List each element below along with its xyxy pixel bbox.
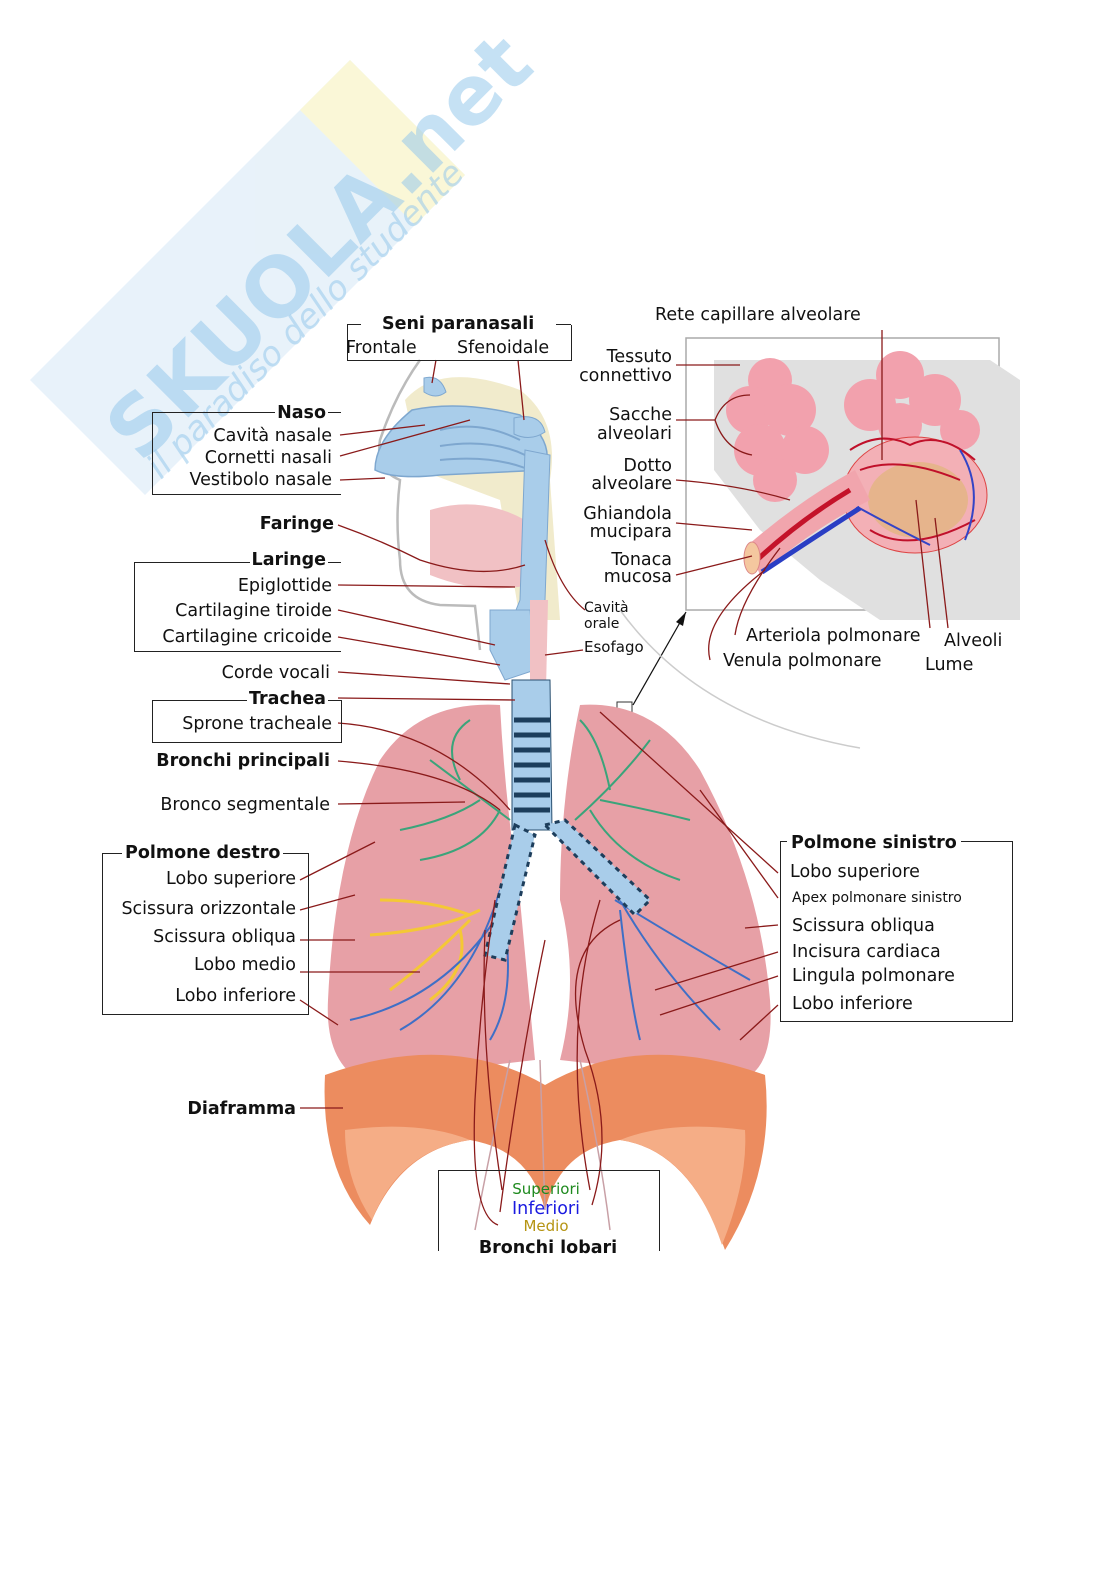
label-dx-scissura-obliqua: Scissura obliqua [153,927,296,947]
label-cartilagine-cricoide: Cartilagine cricoide [162,627,332,647]
label-dx-lobo-superiore: Lobo superiore [166,869,296,889]
label-cavita-orale-2: orale [584,616,620,632]
sinus-sphenoid [513,416,546,438]
seni-box-top-left [347,324,361,325]
zoom-arrow [632,611,687,706]
label-sacche-1: Sacche [609,405,672,425]
bronchus-left [542,818,653,918]
label-incisura-cardiaca: Incisura cardiaca [792,942,941,962]
label-venula: Venula polmonare [723,651,882,671]
seni-paranasali-box [347,325,572,361]
label-bronchi-lobari: Bronchi lobari [478,1238,618,1258]
label-sprone-tracheale: Sprone tracheale [182,714,332,734]
label-medio: Medio [523,1217,569,1235]
leader-lines [299,330,949,1226]
naso-box [152,412,341,495]
pulmonary-venule [760,505,862,575]
oral-cavity [430,504,530,589]
label-sfenoidale: Sfenoidale [457,338,550,358]
label-cartilagine-tiroide: Cartilagine tiroide [175,601,332,621]
label-laringe: Laringe [249,550,328,571]
esophagus [530,600,548,690]
label-esofago: Esofago [584,638,644,656]
label-ghiandola-2: mucipara [589,522,672,542]
bronchi-lobari-box [438,1170,660,1251]
label-inferiori: Inferiori [511,1199,580,1219]
pulmonary-arteriole [755,487,852,562]
label-sx-lobo-superiore: Lobo superiore [790,862,920,882]
trachea-box [152,700,342,743]
label-faringe: Faringe [259,514,334,534]
label-dx-lobo-inferiore: Lobo inferiore [175,986,296,1006]
trachea-rings [514,717,550,813]
label-epiglottide: Epiglottide [237,576,332,596]
label-alveoli: Alveoli [944,631,1003,651]
label-superiori: Superiori [512,1180,580,1198]
label-tonaca-2: mucosa [603,567,672,587]
label-naso: Naso [275,403,328,424]
label-dotto-2: alveolare [591,474,672,494]
label-corde-vocali: Corde vocali [221,663,330,683]
diaphragm-highlight [345,1126,746,1245]
nasal-conchae [439,425,526,469]
label-lobo-medio: Lobo medio [193,955,296,975]
label-polmone-sinistro: Polmone sinistro [787,833,961,854]
bronchus-right [483,822,537,962]
watermark-graphic [30,60,465,495]
label-lingula: Lingula polmonare [792,966,955,986]
alveolus-lumen [868,462,968,538]
label-cavita-nasale: Cavità nasale [213,426,332,446]
alveolar-sacs [726,351,980,502]
seni-box-top-right [556,324,571,325]
label-tonaca-1: Tonaca [611,550,672,570]
label-sx-scissura-obliqua: Scissura obliqua [792,916,935,936]
zoom-arrowhead [676,612,686,626]
capillary-network [849,437,976,542]
larynx [489,609,536,681]
diaphragm [324,1054,767,1250]
label-frontale: Frontale [346,338,417,358]
label-scissura-orizzontale: Scissura orizzontale [121,899,296,919]
bronchial-tree-upper [399,719,691,881]
label-cavita-orale-1: Cavità [584,600,629,616]
label-tessuto-1: Tessuto [606,347,672,367]
label-sacche-2: alveolari [596,424,672,444]
head-outline [377,359,482,651]
label-vestibolo-nasale: Vestibolo nasale [189,470,332,490]
label-tessuto-2: connettivo [579,366,672,386]
label-ghiandola-1: Ghiandola [583,504,672,524]
label-trachea: Trachea [247,689,328,710]
label-diaframma: Diaframma [187,1099,296,1119]
label-apex: Apex polmonare sinistro [792,890,962,906]
label-lume: Lume [925,655,974,675]
label-dotto-1: Dotto [623,456,672,476]
label-sx-lobo-inferiore: Lobo inferiore [792,994,913,1014]
label-rete-capillare: Rete capillare alveolare [655,305,861,325]
mediastinum-lines [474,1059,611,1231]
bronchial-tree-middle [369,898,481,1002]
label-polmone-destro: Polmone destro [122,843,284,864]
label-seni-paranasali: Seni paranasali [380,314,537,335]
zoom-guide-arc [619,609,861,749]
left-lung [560,704,771,1080]
label-bronchi-principali: Bronchi principali [156,751,330,771]
label-arteriola: Arteriola polmonare [746,626,921,646]
laringe-box [134,562,341,652]
label-bronco-segmentale: Bronco segmentale [160,795,330,815]
label-cornetti-nasali: Cornetti nasali [204,448,332,468]
